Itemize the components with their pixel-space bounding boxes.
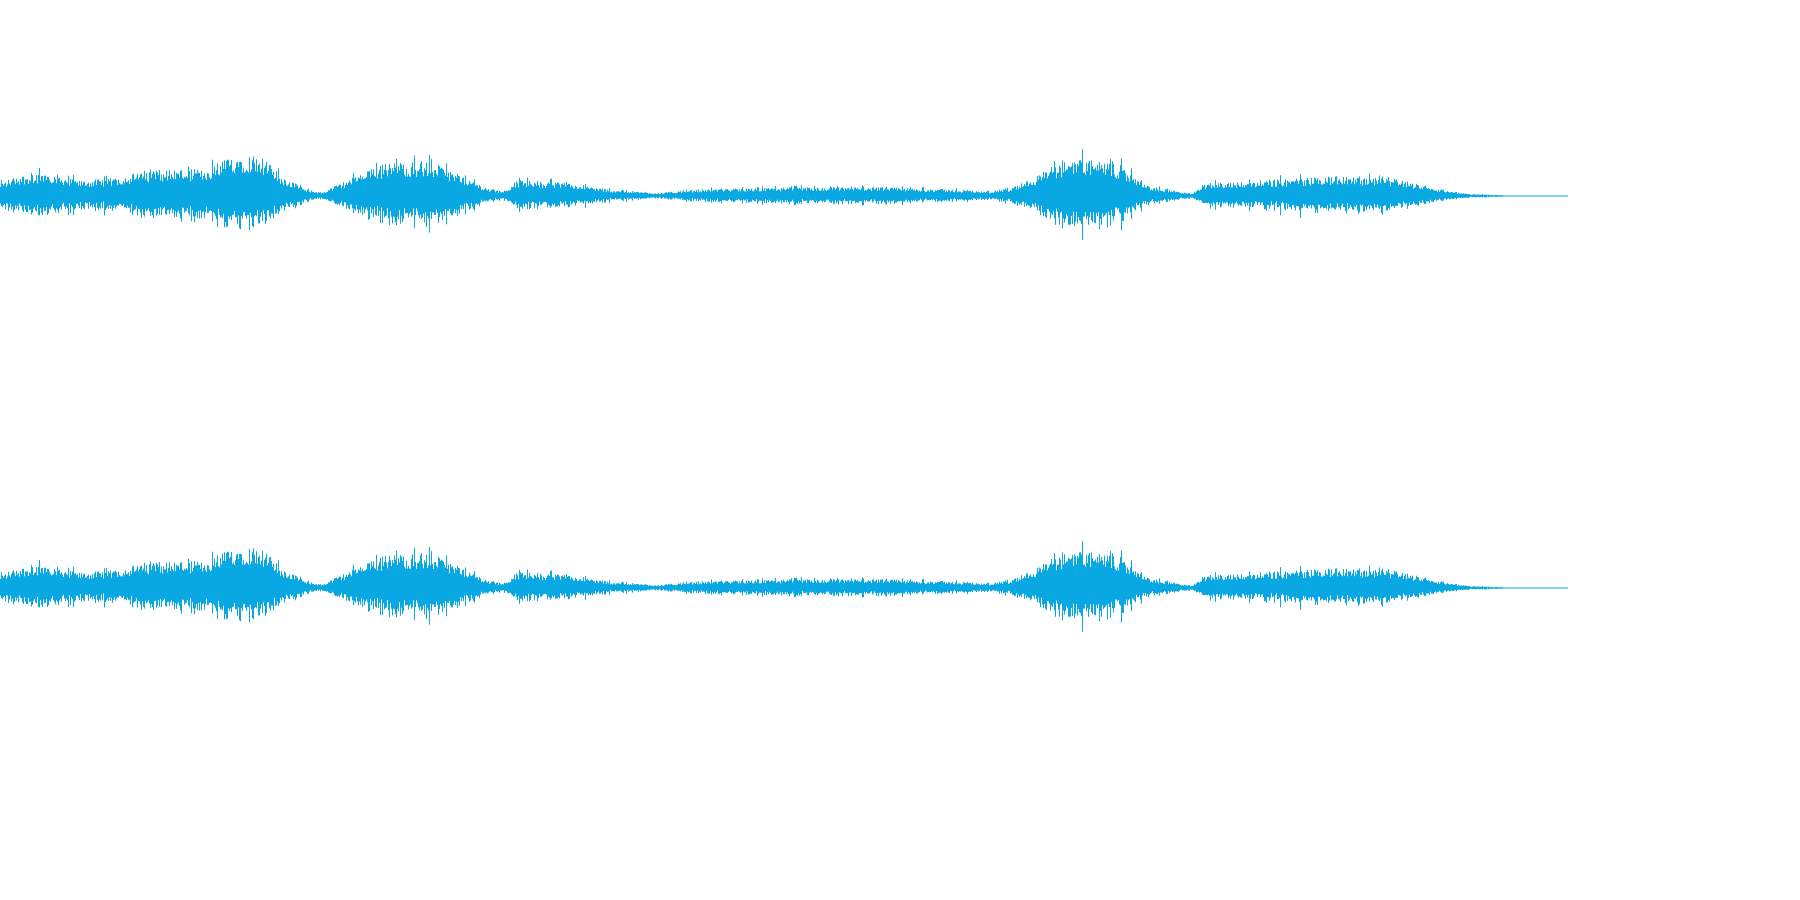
waveform-display bbox=[0, 149, 1568, 632]
waveform-channel-2 bbox=[0, 541, 1568, 632]
waveform-channel-1 bbox=[0, 149, 1568, 240]
waveform-samples bbox=[0, 541, 1568, 632]
waveform-view bbox=[0, 149, 1568, 632]
waveform-samples bbox=[0, 149, 1568, 240]
